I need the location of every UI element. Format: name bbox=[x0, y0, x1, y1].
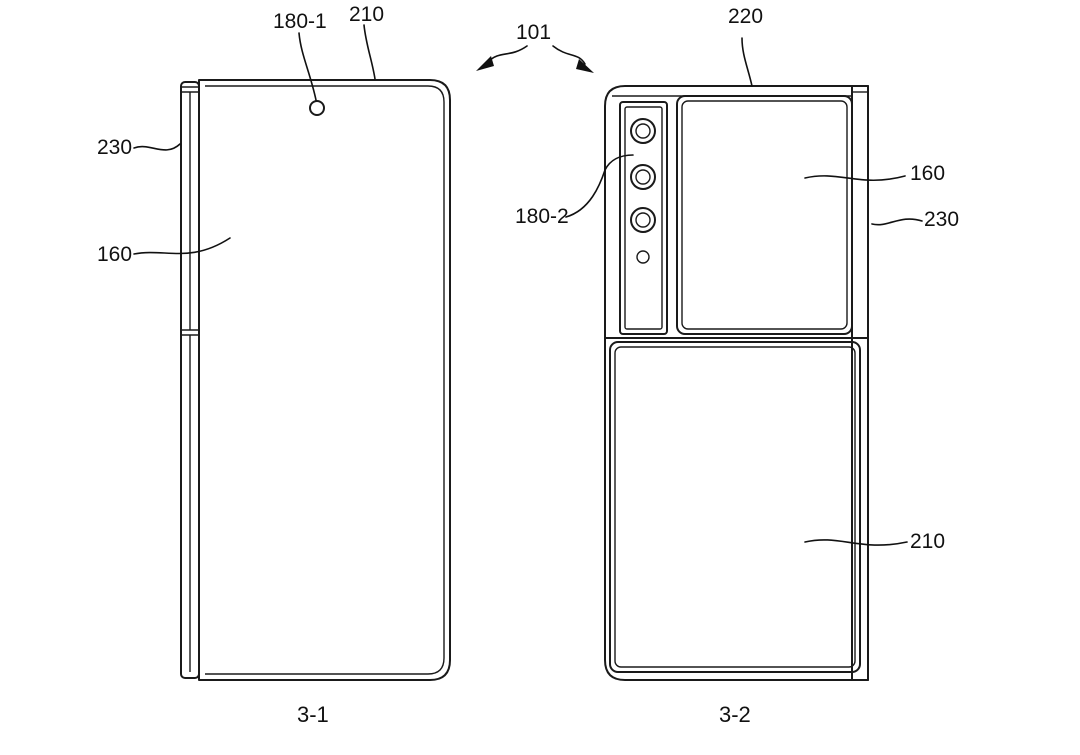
label-230-right: 230 bbox=[924, 208, 959, 231]
leader-230-right bbox=[871, 218, 923, 226]
label-180-1: 180-1 bbox=[273, 10, 327, 33]
lens-1-inner-icon bbox=[635, 123, 651, 139]
figure-caption-right: 3-2 bbox=[719, 702, 751, 727]
label-220: 220 bbox=[728, 5, 763, 28]
right-device-rear-view bbox=[604, 85, 869, 681]
front-camera-icon bbox=[309, 100, 325, 116]
arrowhead-left-icon bbox=[476, 56, 494, 71]
leader-230-left bbox=[133, 143, 181, 151]
leader-210-right bbox=[804, 539, 908, 546]
rear-camera-module-inner bbox=[624, 106, 663, 330]
flash-icon bbox=[636, 250, 650, 264]
figure-caption-left: 3-1 bbox=[297, 702, 329, 727]
leader-220 bbox=[741, 37, 753, 87]
left-device-front-view bbox=[180, 79, 451, 681]
lens-2-icon bbox=[630, 164, 656, 190]
arrow-101-left bbox=[487, 45, 528, 63]
label-230-left: 230 bbox=[97, 136, 132, 159]
lens-3-icon bbox=[630, 207, 656, 233]
right-device-body bbox=[604, 85, 869, 681]
sub-display-outer bbox=[676, 95, 853, 335]
device-reference bbox=[476, 45, 594, 73]
leader-210-left bbox=[363, 24, 376, 80]
left-leaders bbox=[133, 24, 376, 255]
label-180-2: 180-2 bbox=[515, 205, 569, 228]
sub-display-inner bbox=[681, 100, 848, 330]
lower-rear-panel-outer bbox=[609, 341, 861, 673]
arrowhead-right-icon bbox=[576, 59, 594, 73]
leader-180-2 bbox=[565, 154, 634, 218]
lens-3-inner-icon bbox=[635, 212, 651, 228]
label-160-right: 160 bbox=[910, 162, 945, 185]
label-210-left: 210 bbox=[349, 3, 384, 26]
leader-160-left bbox=[133, 237, 231, 255]
label-210-right: 210 bbox=[910, 530, 945, 553]
lower-rear-panel-inner bbox=[614, 346, 856, 668]
leader-180-1 bbox=[298, 32, 317, 101]
arrow-101-right bbox=[552, 45, 586, 65]
label-160-left: 160 bbox=[97, 243, 132, 266]
right-hinge-strip bbox=[851, 85, 869, 681]
label-101: 101 bbox=[516, 21, 551, 44]
left-display-edge bbox=[205, 85, 445, 675]
lens-1-icon bbox=[630, 118, 656, 144]
rear-camera-module bbox=[619, 101, 668, 335]
left-device-body bbox=[198, 79, 451, 681]
lens-2-inner-icon bbox=[635, 169, 651, 185]
right-leaders bbox=[565, 37, 923, 546]
leader-160-right bbox=[804, 175, 906, 182]
